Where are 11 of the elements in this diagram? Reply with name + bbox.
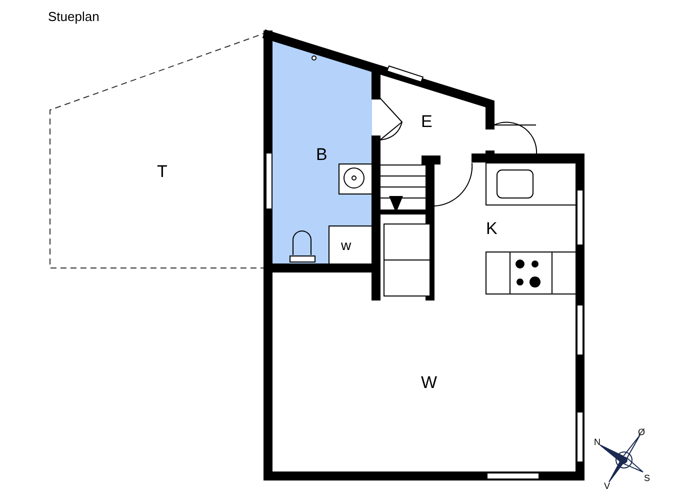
compass-letter: V [604, 482, 610, 491]
room-letter: B [316, 146, 328, 163]
compass-letter: Ø [638, 428, 646, 437]
room-letter: E [421, 113, 432, 130]
room-letter: K [486, 220, 498, 237]
compass-letter: S [644, 474, 650, 483]
appliance-letter: w [341, 238, 352, 252]
room-letter: W [421, 374, 438, 391]
plan-title: Stueplan [48, 10, 100, 23]
room-letter: T [157, 163, 168, 180]
compass-letter: N [594, 438, 600, 447]
